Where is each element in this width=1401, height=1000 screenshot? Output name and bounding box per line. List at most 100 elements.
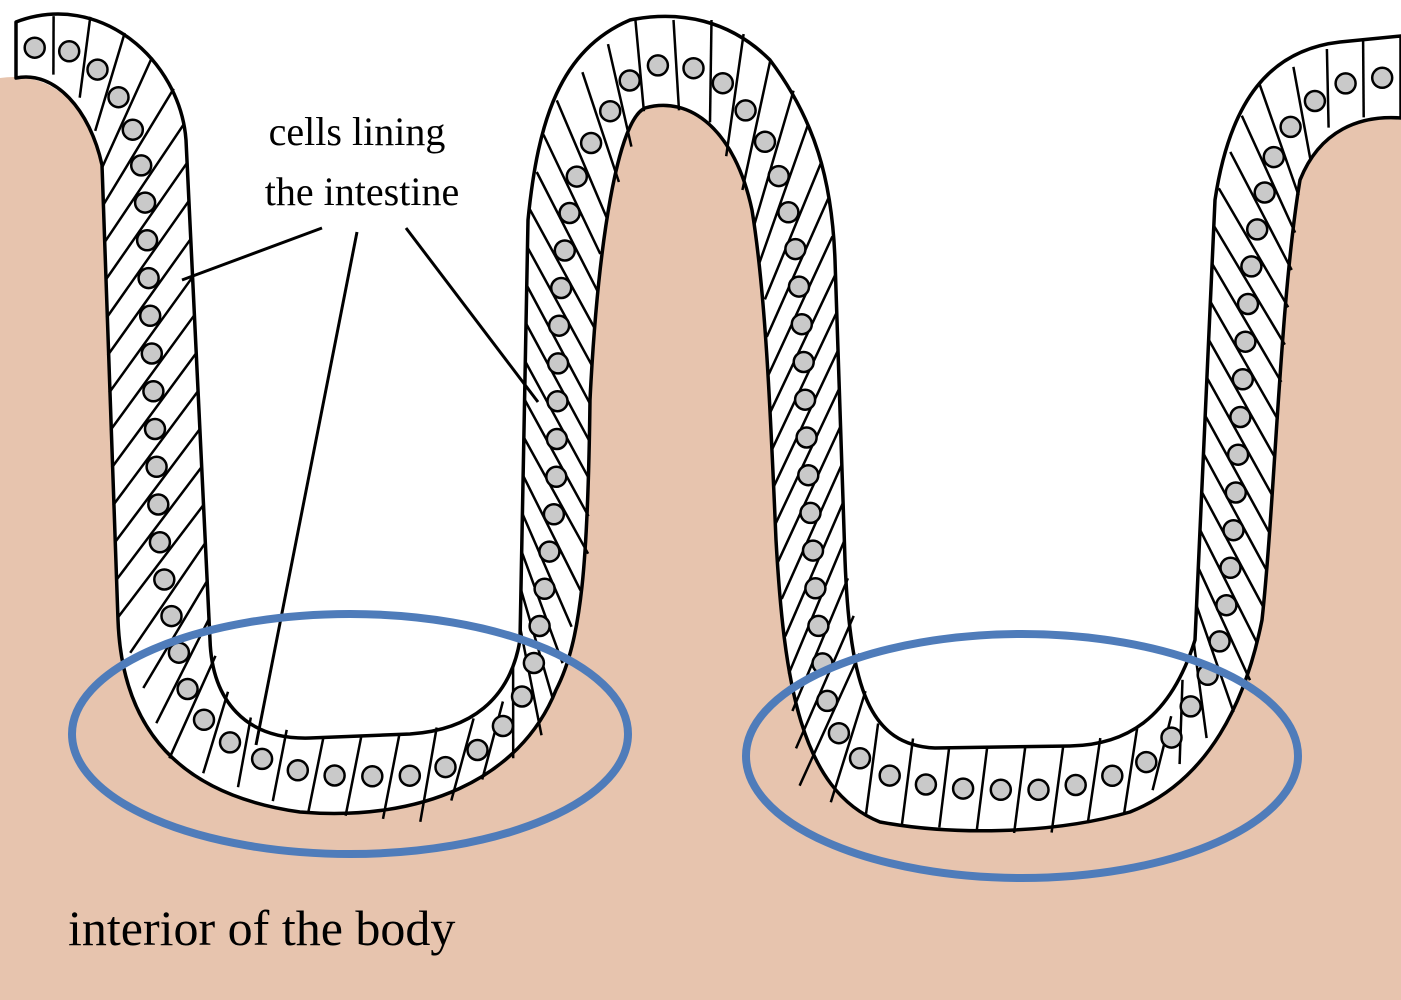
cell-nucleus — [953, 779, 973, 799]
cell-nucleus — [150, 532, 170, 552]
cell-nucleus — [1305, 91, 1325, 111]
cell-nucleus — [792, 314, 812, 334]
cell-nucleus — [143, 381, 163, 401]
cell-nucleus — [1210, 631, 1230, 651]
callout-leader-lines — [182, 228, 538, 745]
cell-nucleus — [548, 391, 568, 411]
cell-nucleus — [252, 749, 272, 769]
cell-nucleus — [829, 723, 849, 743]
cell-nucleus — [142, 344, 162, 364]
cell-nucleus — [880, 766, 900, 786]
cell-nucleus — [400, 766, 420, 786]
cell-nucleus — [1281, 117, 1301, 137]
cell-nucleus — [789, 277, 809, 297]
cell-nucleus — [25, 38, 45, 58]
cell-nucleus — [162, 606, 182, 626]
cell-nucleus — [154, 570, 174, 590]
leader-line-left — [182, 228, 322, 280]
cell-nucleus — [137, 230, 157, 250]
cell-nucleus — [713, 73, 733, 93]
cell-nucleus — [795, 390, 815, 410]
cell-nucleus — [551, 278, 571, 298]
cell-nucleus — [797, 428, 817, 448]
cell-nucleus — [1336, 73, 1356, 93]
cell-nucleus — [1247, 219, 1267, 239]
cell-nucleus — [1230, 407, 1250, 427]
cell-nucleus — [1264, 147, 1284, 167]
cell-nucleus — [778, 202, 798, 222]
cell-nucleus — [109, 87, 129, 107]
cell-nucleus — [850, 748, 870, 768]
cell-nucleus — [362, 766, 382, 786]
cell-nucleus — [916, 775, 936, 795]
cell-nucleus — [808, 616, 828, 636]
cell-nucleus — [140, 306, 160, 326]
cell-nucleus — [288, 760, 308, 780]
body-interior-tissue — [0, 77, 1401, 1000]
cell-nucleus — [736, 100, 756, 120]
cell-nucleus — [194, 710, 214, 730]
cell-nucleus — [1066, 775, 1086, 795]
cell-nucleus — [755, 132, 775, 152]
cell-nucleus — [468, 740, 488, 760]
callout-label: cells lining the intestine — [265, 109, 459, 214]
cell-nucleus — [817, 691, 837, 711]
cell-nucleus — [600, 101, 620, 121]
cell-nucleus — [131, 155, 151, 175]
cell-nucleus — [530, 616, 550, 636]
cell-nucleus — [148, 495, 168, 515]
cell-nucleus — [798, 465, 818, 485]
cell-nucleus — [1238, 294, 1258, 314]
cell-nucleus — [555, 241, 575, 261]
cell-nucleus — [1372, 68, 1392, 88]
cell-nucleus — [139, 268, 159, 288]
cell-nucleus — [1228, 445, 1248, 465]
callout-label-line2: the intestine — [265, 169, 459, 214]
cell-nucleus — [648, 55, 668, 75]
cell-nucleus — [512, 687, 532, 707]
cell-nucleus — [524, 653, 544, 673]
interior-label: interior of the body — [68, 900, 455, 956]
cell-nucleus — [59, 41, 79, 61]
cell-nucleus — [88, 60, 108, 80]
cell-nucleus — [785, 239, 805, 259]
cell-nucleus — [535, 579, 555, 599]
leader-line-middle — [256, 232, 357, 745]
cell-nucleus — [325, 766, 345, 786]
cell-nucleus — [1255, 183, 1275, 203]
cell-nucleus — [436, 757, 456, 777]
cell-wall — [710, 20, 712, 122]
cell-nucleus — [147, 457, 167, 477]
cell-nucleus — [560, 203, 580, 223]
cell-nucleus — [145, 419, 165, 439]
cell-nucleus — [1181, 696, 1201, 716]
cell-nucleus — [1216, 595, 1236, 615]
cell-nucleus — [581, 133, 601, 153]
cell-wall — [1327, 49, 1329, 128]
cell-nucleus — [567, 167, 587, 187]
cell-nucleus — [620, 71, 640, 91]
cell-nucleus — [805, 578, 825, 598]
cell-nucleus — [546, 467, 566, 487]
cell-nucleus — [991, 780, 1011, 800]
cell-nucleus — [493, 716, 513, 736]
cell-nucleus — [684, 58, 704, 78]
cell-nucleus — [123, 120, 143, 140]
cell-nucleus — [1221, 558, 1241, 578]
cell-nucleus — [794, 352, 814, 372]
cell-nucleus — [549, 316, 569, 336]
cell-nucleus — [803, 541, 823, 561]
cell-nucleus — [220, 732, 240, 752]
cell-nucleus — [801, 503, 821, 523]
cell-nucleus — [547, 429, 567, 449]
cell-nucleus — [1233, 369, 1253, 389]
cell-nucleus — [1235, 332, 1255, 352]
cell-nucleus — [1226, 483, 1246, 503]
cell-nucleus — [1136, 752, 1156, 772]
cell-nucleus — [135, 193, 155, 213]
cell-nucleus — [1029, 780, 1049, 800]
cell-nucleus — [544, 504, 564, 524]
cell-nucleus — [769, 166, 789, 186]
cell-nucleus — [548, 353, 568, 373]
